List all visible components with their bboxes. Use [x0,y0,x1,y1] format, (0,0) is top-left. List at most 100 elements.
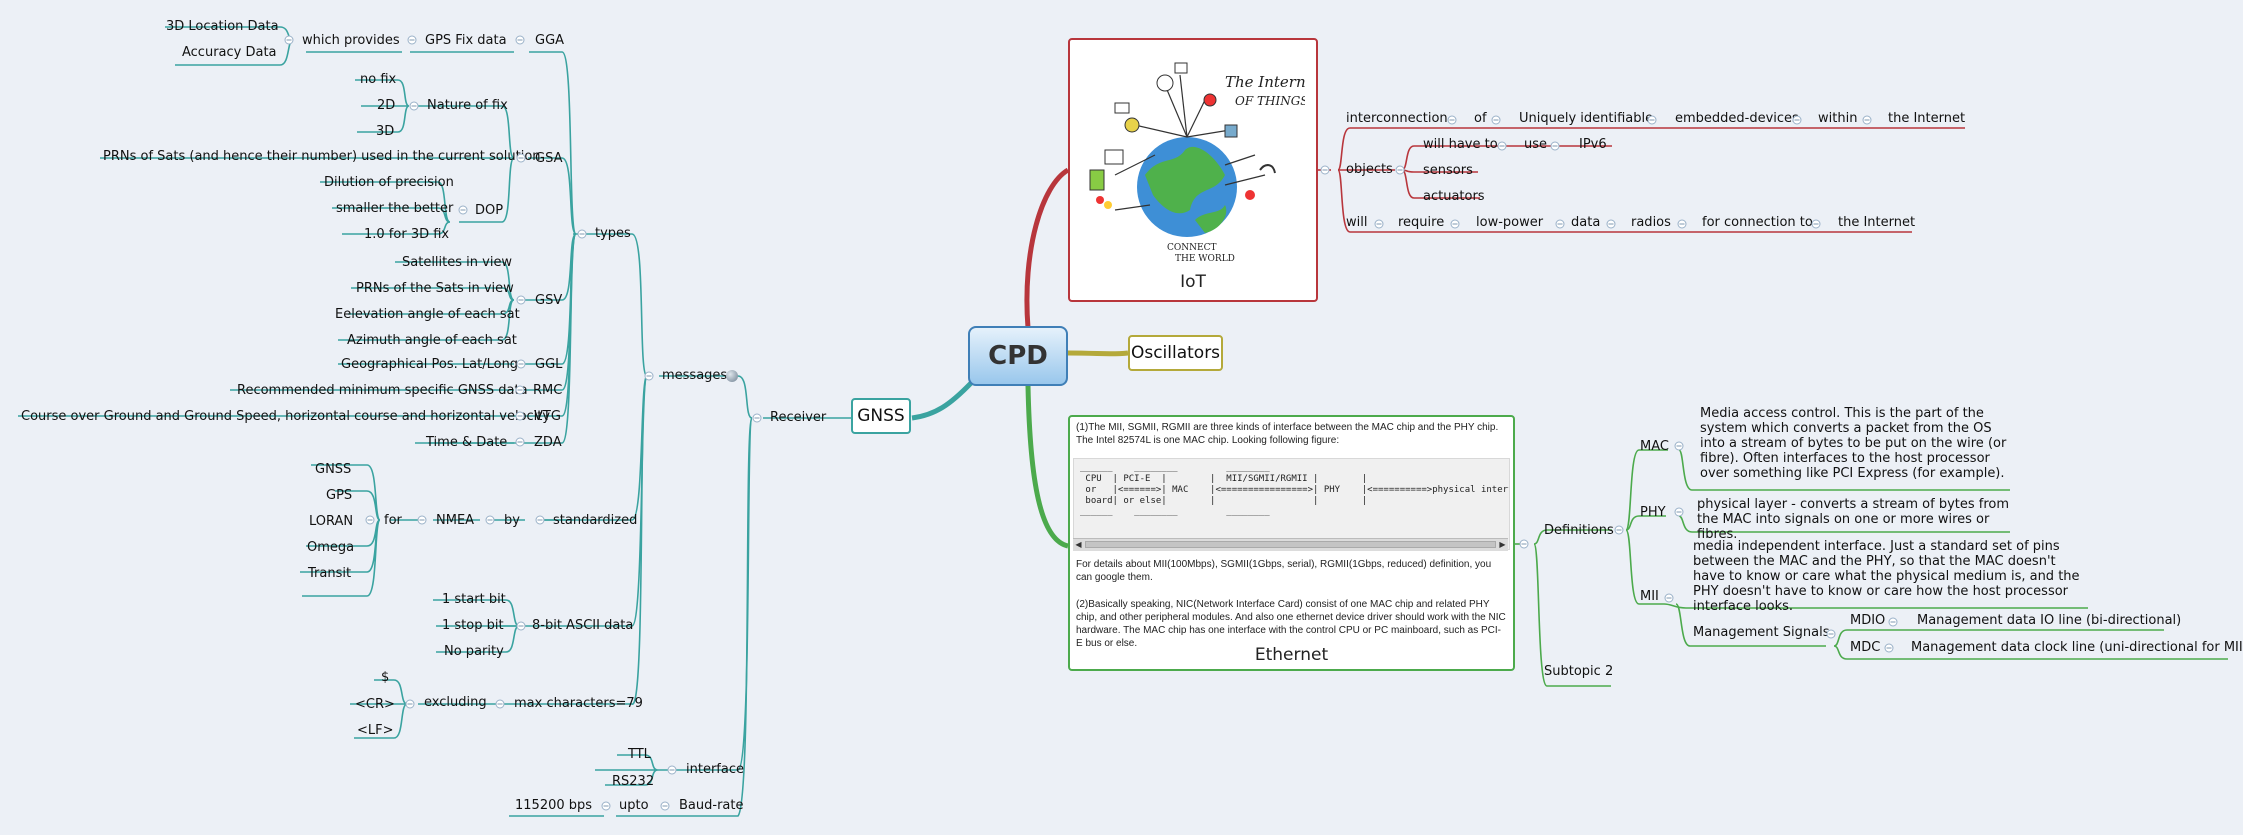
node-phy[interactable]: PHY [1640,505,1666,520]
node-prns-in-view[interactable]: PRNs of the Sats in view [356,281,514,296]
node-azimuth[interactable]: Azimuth angle of each sat [347,333,517,348]
node-interface[interactable]: interface [686,762,744,777]
node-low-power[interactable]: low-power [1476,215,1544,230]
node-no-parity[interactable]: No parity [444,644,504,659]
collapse-which-provides-icon[interactable] [284,35,294,45]
collapse-ascii-icon[interactable] [516,621,526,631]
central-topic[interactable]: CPD [968,326,1068,386]
node-1-0-3d-fix[interactable]: 1.0 for 3D fix [364,227,450,242]
collapse-rmc-icon[interactable] [515,385,525,395]
node-mdio-desc[interactable]: Management data IO line (bi-directional) [1917,613,2182,628]
node-max-chars[interactable]: max characters=79 [514,696,643,711]
node-excluding[interactable]: excluding [424,695,487,710]
node-3d-location[interactable]: 3D Location Data [166,19,279,34]
node-upto[interactable]: upto [619,798,649,813]
node-will-have-to[interactable]: will have to [1423,137,1498,152]
node-rmc[interactable]: RMC [533,383,563,398]
collapse-vtg-icon[interactable] [515,411,525,421]
node-will[interactable]: will [1346,215,1368,230]
node-sys-gps[interactable]: GPS [326,488,353,503]
collapse-definitions-icon[interactable] [1614,525,1624,535]
node-for-connection[interactable]: for connection to [1702,215,1813,230]
node-receiver[interactable]: Receiver [770,410,827,425]
node-uniquely-identifiable[interactable]: Uniquely identifiable [1519,111,1654,126]
node-which-provides[interactable]: which provides [302,33,400,48]
node-smaller-better[interactable]: smaller the better [336,201,454,216]
collapse-max-chars-icon[interactable] [495,699,505,709]
collapse-ethernet-icon[interactable] [1519,539,1529,549]
topic-oscillators[interactable]: Oscillators [1128,335,1223,371]
collapse-mdc-icon[interactable] [1884,643,1894,653]
node-zda[interactable]: ZDA [534,435,562,450]
node-sys-transit[interactable]: Transit [308,566,352,581]
node-sats-in-view[interactable]: Satellites in view [402,255,513,270]
node-objects[interactable]: objects [1346,162,1393,177]
collapse-embedded-icon[interactable] [1792,115,1802,125]
node-2d[interactable]: 2D [377,98,396,113]
node-ggl-desc[interactable]: Geographical Pos. Lat/Long [341,357,519,372]
collapse-radios-icon[interactable] [1677,219,1687,229]
code-scrollbar[interactable]: ◀ ▶ [1073,538,1508,551]
collapse-messages-icon[interactable] [644,371,654,381]
collapse-nature-icon[interactable] [409,101,419,111]
collapse-use-icon[interactable] [1550,141,1560,151]
node-sys-omega[interactable]: Omega [307,540,355,555]
node-zda-desc[interactable]: Time & Date [426,435,508,450]
collapse-zda-icon[interactable] [515,437,525,447]
node-vtg[interactable]: VTG [534,409,561,424]
collapse-dop-icon[interactable] [458,205,468,215]
node-start-bit[interactable]: 1 start bit [442,592,506,607]
scroll-right-icon[interactable]: ▶ [1499,540,1506,549]
collapse-baud-icon[interactable] [660,801,670,811]
node-mii[interactable]: MII [1640,589,1659,604]
node-by[interactable]: by [504,513,520,528]
node-internet-1[interactable]: the Internet [1888,111,1966,126]
node-actuators[interactable]: actuators [1423,189,1485,204]
scroll-left-icon[interactable]: ◀ [1075,540,1082,549]
node-messages[interactable]: messages [662,368,728,383]
node-mac[interactable]: MAC [1640,439,1669,454]
node-for[interactable]: for [384,513,402,528]
node-rs232[interactable]: RS232 [612,774,655,789]
collapse-gsv-icon[interactable] [516,295,526,305]
node-dilution[interactable]: Dilution of precision [324,175,454,190]
collapse-gsa-icon[interactable] [516,153,526,163]
node-nature-of-fix[interactable]: Nature of fix [427,98,508,113]
node-accuracy-data[interactable]: Accuracy Data [182,45,277,60]
node-interconnection[interactable]: interconnection [1346,111,1448,126]
collapse-upto-icon[interactable] [601,801,611,811]
node-115200[interactable]: 115200 bps [515,798,593,813]
collapse-ggl-icon[interactable] [516,359,526,369]
node-phy-desc[interactable]: physical layer - converts a stream of by… [1697,497,2010,542]
node-definitions[interactable]: Definitions [1544,523,1614,538]
node-mii-desc[interactable]: media independent interface. Just a stan… [1693,539,2080,614]
node-prns-used[interactable]: PRNs of Sats (and hence their number) us… [103,149,541,164]
collapse-will-have-to-icon[interactable] [1497,141,1507,151]
topic-gnss[interactable]: GNSS [851,398,911,434]
node-gps-fix-data[interactable]: GPS Fix data [425,33,507,48]
node-management-signals[interactable]: Management Signals [1693,625,1830,640]
node-gsv[interactable]: GSV [535,293,563,308]
node-of[interactable]: of [1474,111,1487,126]
collapse-objects-icon[interactable] [1395,165,1405,175]
node-subtopic-2[interactable]: Subtopic 2 [1544,664,1614,679]
node-dop[interactable]: DOP [475,203,504,218]
node-mdio[interactable]: MDIO [1850,613,1886,628]
node-sys-gnss[interactable]: GNSS [315,462,352,477]
collapse-excluding-icon[interactable] [405,699,415,709]
node-gsa[interactable]: GSA [535,151,563,166]
node-vtg-desc[interactable]: Course over Ground and Ground Speed, hor… [21,409,551,424]
node-nmea[interactable]: NMEA [436,513,475,528]
collapse-gps-fix-icon[interactable] [407,35,417,45]
node-internet-2[interactable]: the Internet [1838,215,1916,230]
node-ttl[interactable]: TTL [628,747,651,762]
collapse-interconnection-icon[interactable] [1447,115,1457,125]
node-use[interactable]: use [1524,137,1548,152]
node-data[interactable]: data [1571,215,1601,230]
node-sensors[interactable]: sensors [1423,163,1473,178]
node-cr[interactable]: <CR> [355,697,395,712]
node-within[interactable]: within [1818,111,1858,126]
collapse-gga-icon[interactable] [515,35,525,45]
node-mdc[interactable]: MDC [1850,640,1881,655]
collapse-nmea-icon[interactable] [417,515,427,525]
